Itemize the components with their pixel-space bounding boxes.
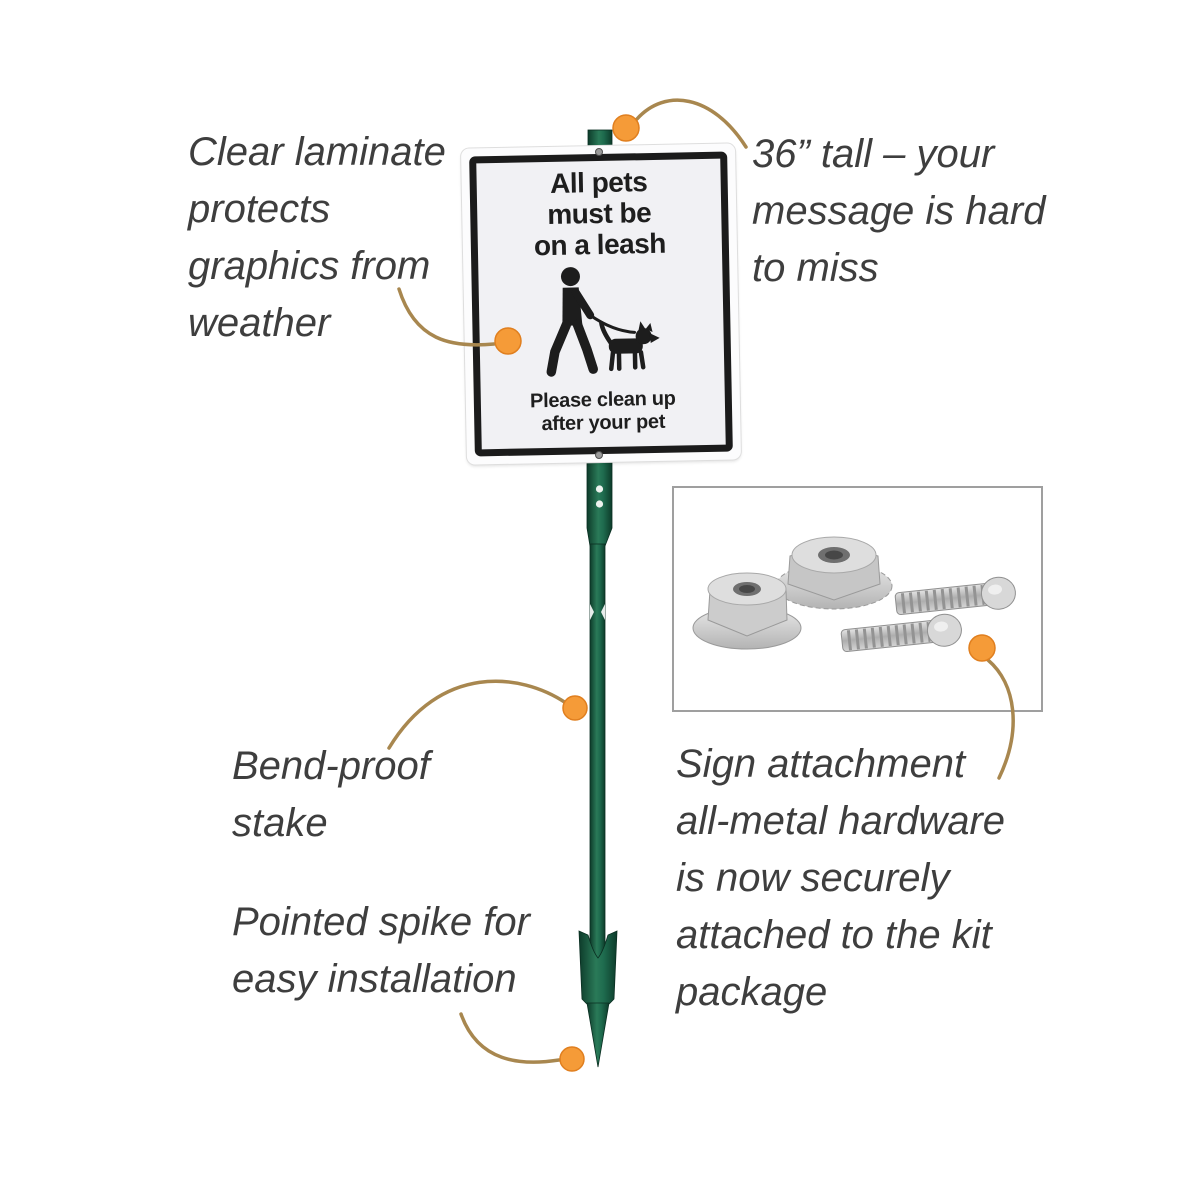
callout-line: attached to the kit xyxy=(676,913,992,957)
pet-sign-face: All pets must be on a leash xyxy=(469,151,733,457)
callout-dot xyxy=(559,1046,585,1072)
callout-curve xyxy=(635,98,748,149)
hardware-photo xyxy=(692,536,1016,653)
callout-dot xyxy=(494,327,522,355)
sign-screw xyxy=(595,451,603,459)
stake-joint-notch xyxy=(601,604,605,620)
callout-line: stake xyxy=(232,801,328,845)
flange-nut-icon xyxy=(775,536,893,610)
bolt-icon xyxy=(840,613,962,653)
callout-curve xyxy=(387,679,568,750)
callout-sign-attachment: Sign attachment all-metal hardware is no… xyxy=(676,736,1005,1021)
callout-line: all-metal hardware xyxy=(676,799,1006,843)
callout-line: easy installation xyxy=(232,957,517,1001)
callout-curve xyxy=(986,658,1015,780)
callout-line: protects xyxy=(188,187,331,231)
callout-curve xyxy=(397,287,496,347)
person-walking-dog-icon xyxy=(546,267,660,377)
callout-line: Clear laminate xyxy=(188,130,446,174)
sign-screw xyxy=(595,148,603,156)
stake-hole xyxy=(595,500,604,508)
callout-line: to miss xyxy=(752,246,879,290)
callout-line: weather xyxy=(188,301,331,345)
callout-36-tall: 36” tall – your message is hard to miss xyxy=(752,126,1045,297)
callout-dot xyxy=(612,114,640,142)
pet-sign: All pets must be on a leash xyxy=(460,143,742,465)
callout-line: package xyxy=(676,970,828,1014)
callout-dot xyxy=(968,634,996,662)
callout-line: 36” tall – your xyxy=(752,132,995,176)
callout-clear-laminate: Clear laminate protects graphics from we… xyxy=(188,124,446,352)
callout-line: Pointed spike for xyxy=(232,900,530,944)
stake-joint-notch xyxy=(590,604,594,620)
stake-hole xyxy=(595,485,604,493)
spike-tip xyxy=(586,1002,610,1068)
callout-line: Bend-proof xyxy=(232,744,430,788)
callout-line: graphics from xyxy=(188,244,431,288)
flange-nut-icon xyxy=(692,572,802,650)
bolt-icon xyxy=(894,576,1016,616)
callout-dot xyxy=(562,695,588,721)
callout-curve xyxy=(459,1012,561,1064)
callout-line: message is hard xyxy=(752,189,1046,233)
callout-line: Sign attachment xyxy=(676,742,966,786)
callout-bend-proof: Bend-proof stake xyxy=(232,738,430,852)
hardware-photo-box xyxy=(672,486,1043,712)
callout-line: is now securely xyxy=(676,856,950,900)
callout-pointed-spike: Pointed spike for easy installation xyxy=(232,894,530,1008)
